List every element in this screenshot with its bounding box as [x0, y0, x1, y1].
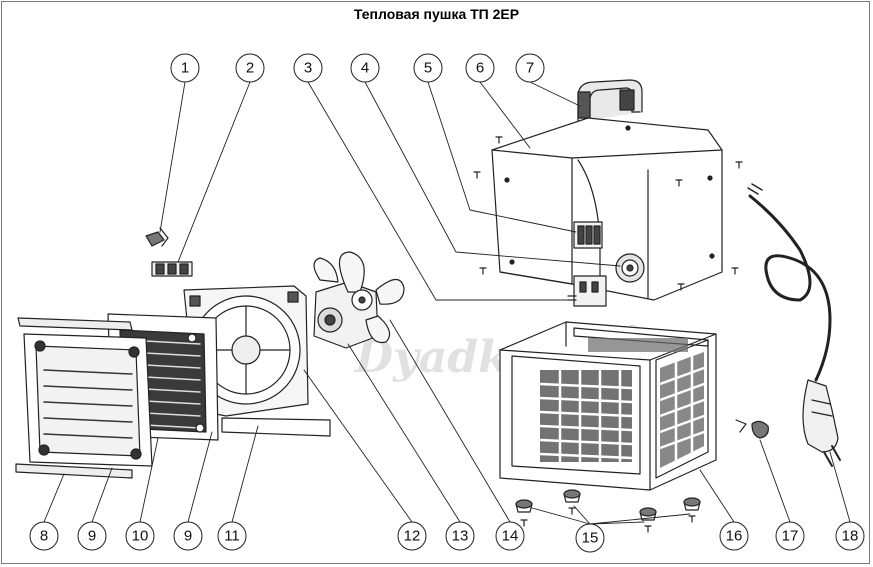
callout-10: 10 [125, 521, 155, 551]
svg-text:13: 13 [452, 528, 469, 545]
power-cord-part [747, 183, 841, 467]
callout-14: 14 [495, 521, 525, 551]
callout-2: 2 [235, 53, 265, 83]
callout-16: 16 [719, 521, 749, 551]
callout-1: 1 [170, 53, 200, 83]
svg-text:10: 10 [132, 528, 149, 545]
housing-cover [491, 117, 723, 301]
svg-text:9: 9 [88, 528, 96, 545]
svg-text:4: 4 [361, 60, 369, 77]
callout-7: 7 [515, 53, 545, 83]
front-grille-frame [23, 333, 153, 467]
callout-labels: 1 2 3 4 5 6 7 8 9 10 9 11 12 13 14 15 16… [29, 53, 865, 553]
svg-text:3: 3 [304, 60, 312, 77]
svg-text:2: 2 [246, 60, 254, 77]
switch-part [567, 275, 607, 307]
diagram-title: Тепловая пушка ТП 2ЕР [353, 6, 520, 22]
svg-text:8: 8 [40, 528, 48, 545]
thermostat-knob-part [615, 253, 645, 283]
svg-text:15: 15 [582, 530, 599, 547]
cable-clamp-part [735, 419, 769, 439]
svg-text:5: 5 [424, 60, 432, 77]
callout-4: 4 [350, 53, 380, 83]
decorative-trim-part [15, 317, 133, 479]
svg-text:16: 16 [726, 528, 743, 545]
callout-15: 15 [575, 523, 605, 553]
switch-block-part [573, 221, 603, 249]
callout-8: 8 [29, 521, 59, 551]
callout-13: 13 [445, 521, 475, 551]
svg-text:12: 12 [404, 528, 421, 545]
svg-text:9: 9 [184, 528, 192, 545]
callout-12: 12 [397, 521, 427, 551]
callout-9-front: 9 [77, 521, 107, 551]
callout-9-rear: 9 [173, 521, 203, 551]
callout-18: 18 [835, 521, 865, 551]
svg-text:11: 11 [224, 528, 240, 545]
housing-screws [473, 136, 743, 291]
callout-17: 17 [775, 521, 805, 551]
rubber-feet [515, 489, 701, 533]
svg-text:17: 17 [782, 528, 799, 545]
callout-5: 5 [413, 53, 443, 83]
svg-text:14: 14 [502, 528, 519, 545]
svg-text:18: 18 [842, 528, 859, 545]
protective-grille-cage [499, 321, 717, 491]
terminal-strip-part [151, 261, 193, 277]
thermal-fuse-part [145, 227, 169, 247]
handle-part [577, 79, 643, 123]
svg-text:6: 6 [476, 60, 484, 77]
leader-lines [43, 81, 851, 525]
svg-text:7: 7 [526, 60, 534, 77]
callout-3: 3 [293, 53, 323, 83]
callout-6: 6 [465, 53, 495, 83]
svg-text:1: 1 [181, 60, 189, 77]
callout-11: 11 [217, 521, 247, 551]
fan-blade-part [313, 251, 405, 344]
